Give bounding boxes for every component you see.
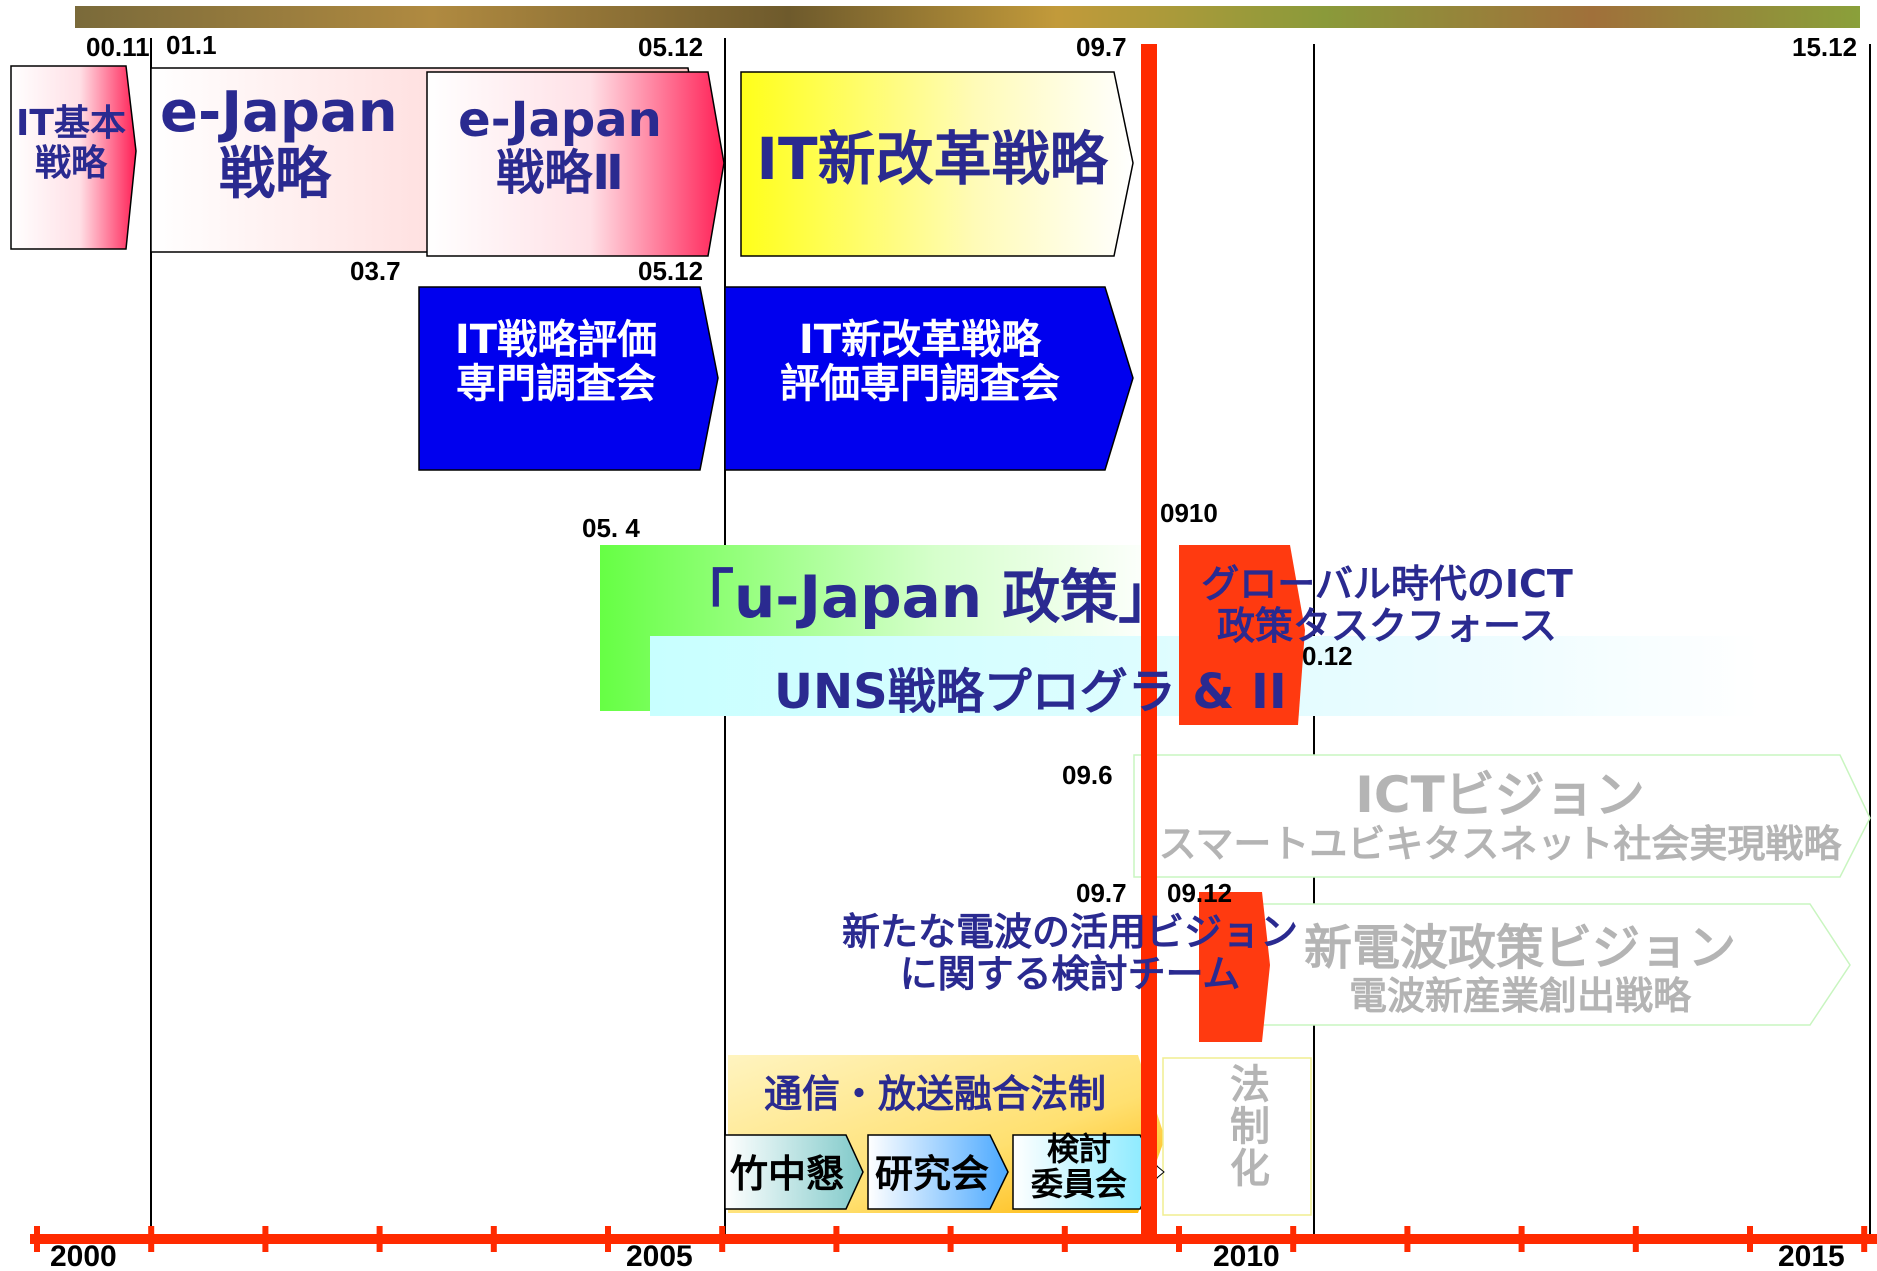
- kento-iinkai-label: 検討 委員会: [1030, 1130, 1127, 1204]
- timeline-tick: [262, 1226, 269, 1252]
- year-label-2000: 2000: [50, 1240, 117, 1271]
- date-label-037: 03.7: [350, 256, 401, 286]
- date-label-0912-upper: 0.12: [1302, 641, 1353, 671]
- smart-ubiquitous-label: スマートユビキタスネット社会実現戦略: [1158, 822, 1842, 866]
- timeline-tick: [1404, 1226, 1411, 1252]
- ejapan2-shape: [426, 71, 725, 257]
- denpa-team-shape: [1199, 892, 1270, 1042]
- year-label-2015: 2015: [1778, 1240, 1845, 1271]
- takenaka-label: 竹中懇: [729, 1152, 844, 1196]
- uns-label: UNS戦略プログラ & II: [774, 664, 1287, 720]
- kenkyukai-shape: [867, 1134, 1009, 1210]
- ict-vision-label: ICTビジョン: [1355, 766, 1645, 824]
- timeline-tick: [1176, 1226, 1182, 1252]
- it-kihon-label: IT基本 戦略: [16, 103, 126, 184]
- date-label-0910: 0910: [1160, 498, 1218, 528]
- year-label-2010: 2010: [1213, 1240, 1280, 1271]
- timeline-tick: [947, 1226, 954, 1252]
- global-ict-label: グローバル時代のICT 政策タスクフォース: [1201, 562, 1573, 648]
- timeline-tick: [1747, 1226, 1753, 1252]
- timeline-tick: [148, 1226, 155, 1252]
- it-hyoka-shape: [418, 286, 719, 471]
- timeline-tick: [376, 1226, 383, 1252]
- global-ict-shape: [1179, 545, 1305, 725]
- it-kihon-shape: [10, 65, 137, 250]
- it-shinkaikaku-shape: [740, 71, 1134, 257]
- it-hyoka-label: IT戦略評価 専門調査会: [454, 317, 658, 407]
- it-shinkaikaku-label: IT新改革戦略: [756, 125, 1108, 193]
- ict-vision-shape: [1133, 754, 1871, 878]
- hoseika-label: 法 制 化: [1230, 1062, 1270, 1192]
- date-label-0912-low: 09.12: [1167, 878, 1233, 908]
- ejapan-label: e-Japan 戦略: [160, 80, 398, 207]
- date-label-097-low: 09.7: [1076, 878, 1127, 908]
- top-banner: [75, 6, 1860, 28]
- timeline-tick: [1861, 1226, 1868, 1252]
- year-label-2005: 2005: [626, 1240, 693, 1271]
- timeline-tick: [719, 1226, 726, 1252]
- date-label-0512-mid: 05.12: [638, 256, 704, 286]
- kenkyukai-label: 研究会: [874, 1152, 989, 1196]
- timeline-tick: [1632, 1226, 1639, 1252]
- timeline-tick: [833, 1226, 840, 1252]
- denpa-team-label: 新たな電波の活用ビジョン に関する検討チーム: [841, 910, 1298, 996]
- timeline-tick: [34, 1226, 40, 1252]
- ejapan2-label: e-Japan 戦略Ⅱ: [458, 92, 662, 201]
- timeline-tick: [1518, 1226, 1525, 1252]
- shin-denpa-label: 新電波政策ビジョン: [1303, 920, 1736, 976]
- denpa-shinsangyo-label: 電波新産業創出戦略: [1348, 974, 1691, 1018]
- hoseika-shape: [1162, 1057, 1312, 1216]
- date-label-097-top: 09.7: [1076, 32, 1127, 62]
- timeline-tick: [1061, 1226, 1068, 1252]
- takenaka-shape: [724, 1134, 864, 1210]
- date-label-011: 01.1: [166, 30, 217, 60]
- red-vertical-marker: [1141, 44, 1157, 1242]
- it-shinkaikaku-hyoka-shape: [724, 286, 1134, 471]
- it-shinkaikaku-hyoka-label: IT新改革戦略 評価専門調査会: [780, 317, 1060, 407]
- timeline-tick: [1290, 1226, 1297, 1252]
- ujapan-label: 「u-Japan 政策」: [676, 563, 1177, 631]
- date-label-054: 05. 4: [582, 513, 640, 543]
- timeline-ticks: [34, 1226, 1868, 1252]
- timeline-tick: [605, 1226, 611, 1252]
- date-label-096: 09.6: [1062, 760, 1113, 790]
- date-label-1512: 15.12: [1792, 32, 1858, 62]
- tsushin-hoso-label: 通信・放送融合法制: [763, 1072, 1106, 1116]
- date-label-0512-top: 05.12: [638, 32, 704, 62]
- date-label-0011: 00.11: [86, 32, 150, 62]
- timeline-tick: [490, 1226, 497, 1252]
